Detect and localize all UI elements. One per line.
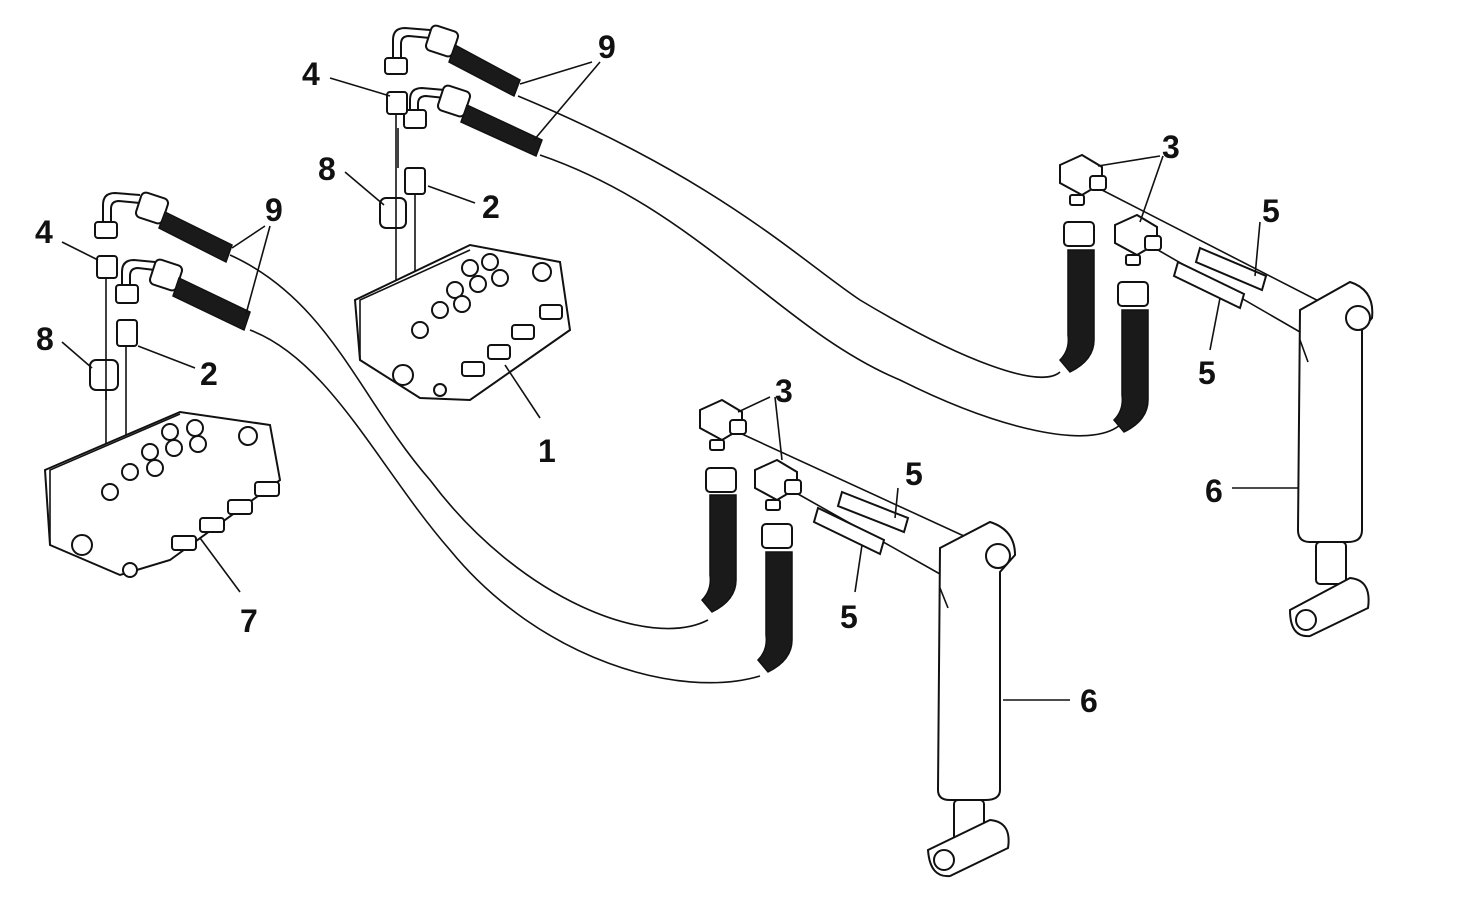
cylinder-assembly-right bbox=[1058, 153, 1374, 638]
callout-1: 1 bbox=[538, 433, 556, 469]
callout-3: 3 bbox=[775, 373, 793, 409]
cylinder-assembly-middle bbox=[699, 398, 1017, 878]
hose-sleeve-9-upper bbox=[424, 24, 543, 158]
callout-7: 7 bbox=[240, 603, 258, 639]
callout-5: 5 bbox=[1262, 193, 1280, 229]
hose-sleeve-9-lower bbox=[134, 191, 251, 332]
callout-4: 4 bbox=[35, 214, 53, 250]
callout-6: 6 bbox=[1205, 473, 1223, 509]
callout-8: 8 bbox=[36, 321, 54, 357]
callout-4: 4 bbox=[302, 56, 320, 92]
callout-2: 2 bbox=[200, 356, 218, 392]
valve-assembly-7 bbox=[43, 191, 282, 578]
callout-9: 9 bbox=[265, 192, 283, 228]
callout-6: 6 bbox=[1080, 683, 1098, 719]
callout-5: 5 bbox=[1198, 355, 1216, 391]
callout-3: 3 bbox=[1162, 129, 1180, 165]
callout-labels: 9 4 8 2 1 9 4 8 2 7 3 3 5 5 5 5 3 3 6 6 bbox=[35, 29, 1280, 719]
valve-assembly-1 bbox=[353, 24, 572, 402]
hose-runs bbox=[229, 95, 1121, 684]
leader-lines bbox=[61, 61, 1298, 701]
callout-5: 5 bbox=[840, 599, 858, 635]
callout-9: 9 bbox=[598, 29, 616, 65]
callout-8: 8 bbox=[318, 151, 336, 187]
callout-5: 5 bbox=[905, 456, 923, 492]
callout-2: 2 bbox=[482, 189, 500, 225]
